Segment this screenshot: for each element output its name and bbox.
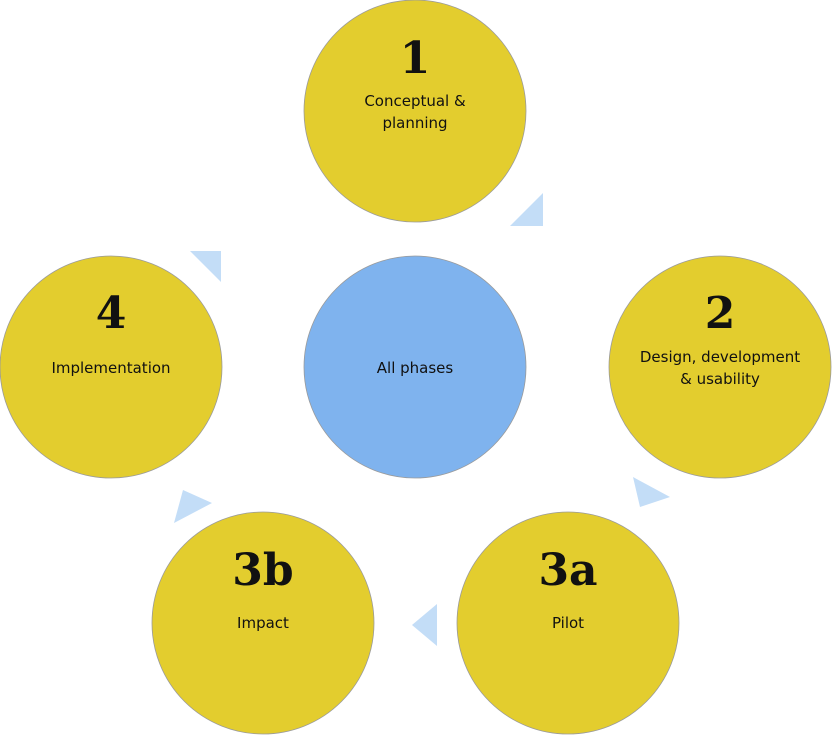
- phase-3b-number: 3b: [232, 545, 293, 596]
- center-circle: [303, 255, 527, 479]
- phase-3a-number: 3a: [538, 545, 597, 596]
- phase-1-number: 1: [400, 33, 431, 84]
- arrow-2-to-3a: [633, 477, 670, 507]
- phase-2-label-line2: & usability: [680, 370, 760, 388]
- phase-1-label-line1: Conceptual &: [364, 92, 466, 110]
- phase-4-number: 4: [96, 288, 127, 339]
- phase-3a-circle: [456, 511, 680, 735]
- arrow-3b-to-4: [174, 490, 212, 523]
- phase-3a-label-line1: Pilot: [552, 614, 584, 632]
- phase-2-label-line1: Design, development: [640, 348, 800, 366]
- arrow-3a-to-3b: [412, 604, 437, 646]
- phase-1-circle: [303, 0, 527, 223]
- phase-2-circle: [608, 255, 832, 479]
- phase-2-node: 2 Design, development & usability: [608, 255, 832, 479]
- arrow-4-to-1: [190, 251, 221, 282]
- arrow-1-to-2: [510, 193, 543, 226]
- phase-1-label-line2: planning: [382, 114, 447, 132]
- phase-2-number: 2: [705, 288, 736, 339]
- phase-4-circle: [0, 255, 223, 479]
- phase-4-node: 4 Implementation: [0, 255, 223, 479]
- center-node: All phases: [303, 255, 527, 479]
- phase-3b-node: 3b Impact: [151, 511, 375, 735]
- phase-3a-node: 3a Pilot: [456, 511, 680, 735]
- phase-1-node: 1 Conceptual & planning: [303, 0, 527, 223]
- center-label: All phases: [377, 359, 454, 377]
- phase-3b-circle: [151, 511, 375, 735]
- phase-3b-label-line1: Impact: [237, 614, 289, 632]
- phase-4-label-line1: Implementation: [51, 359, 170, 377]
